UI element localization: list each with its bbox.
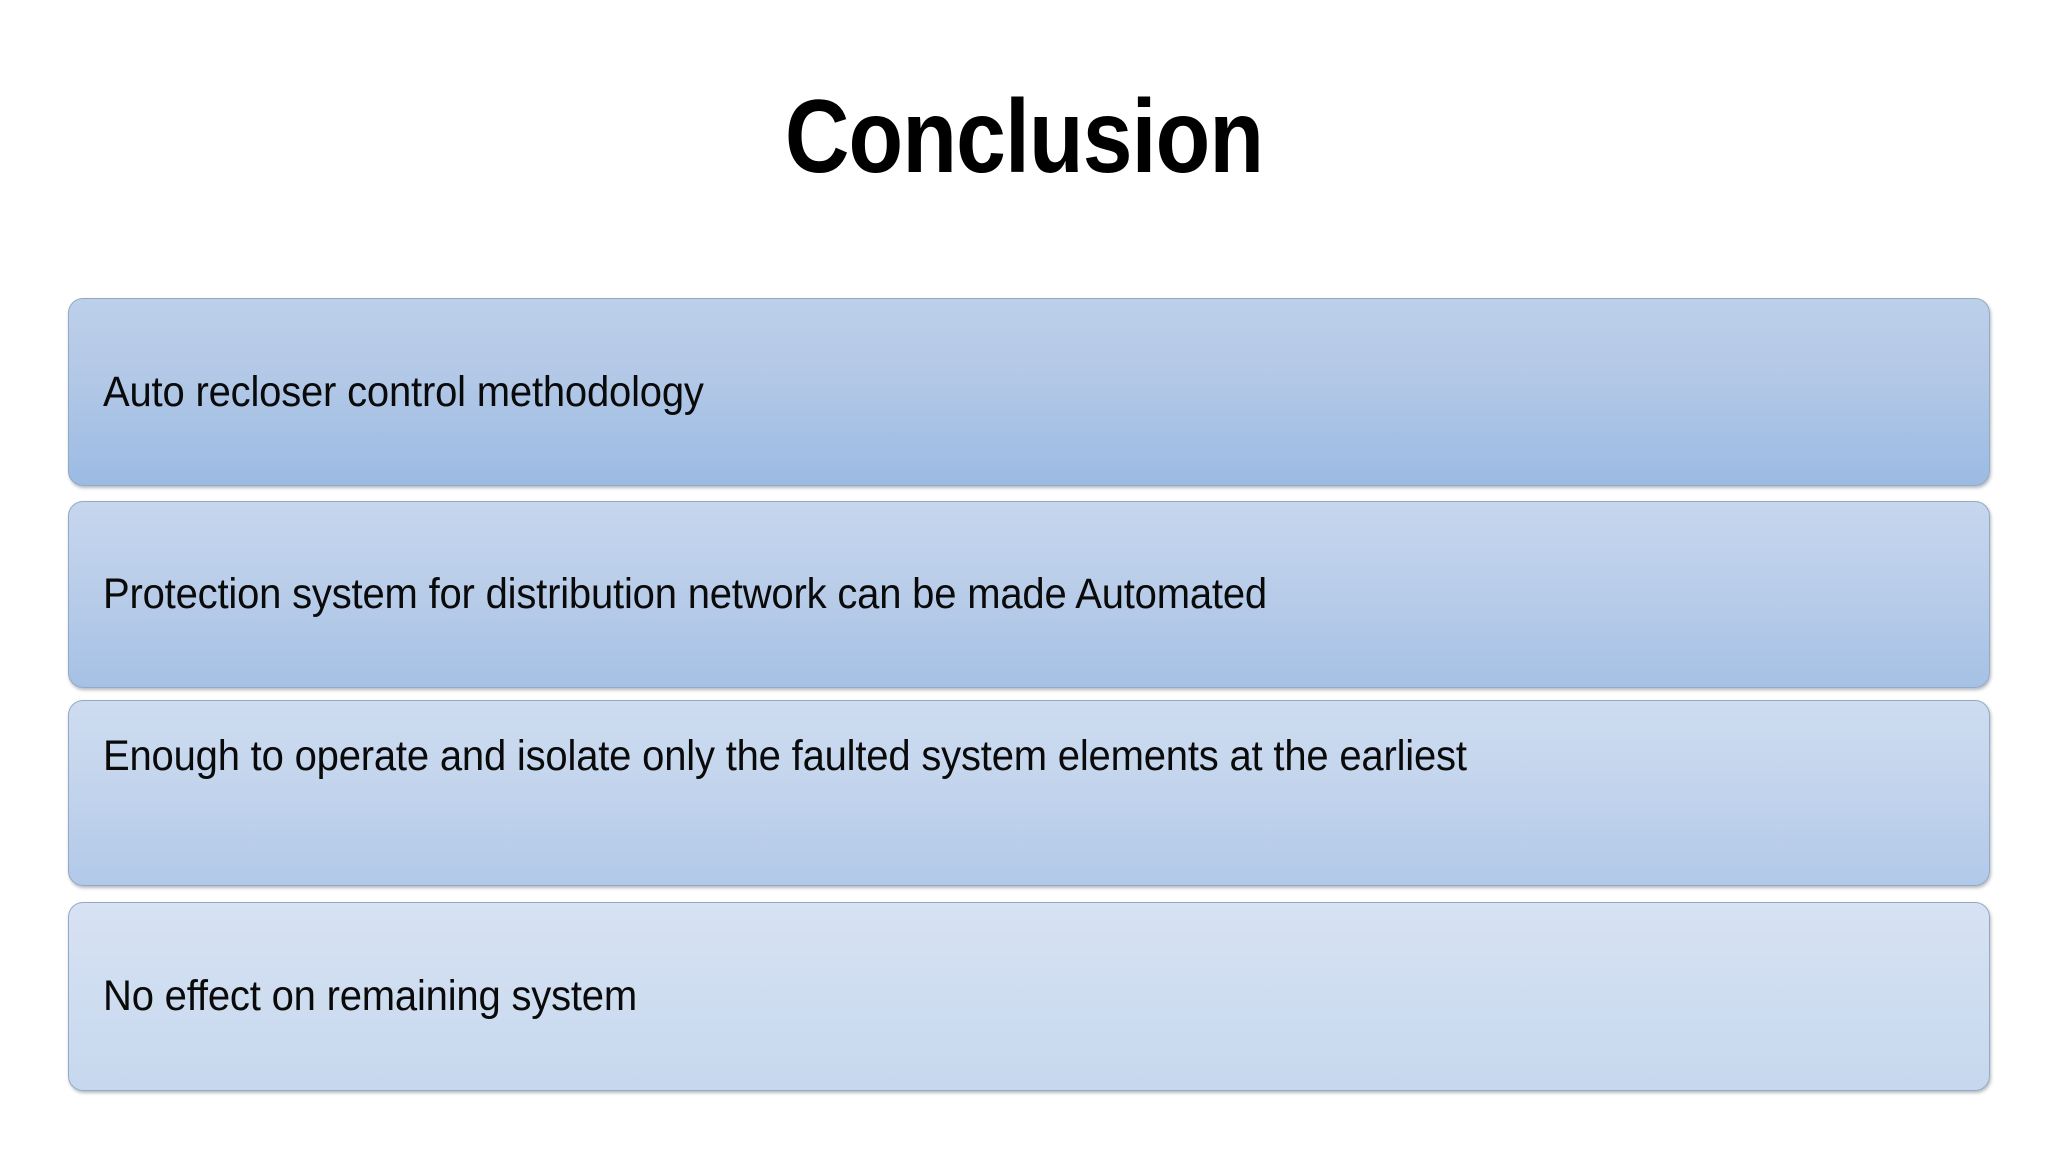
list-item[interactable]: Protection system for distribution netwo… — [68, 501, 1990, 688]
list-item[interactable]: Enough to operate and isolate only the f… — [68, 700, 1990, 886]
list-item-label: Enough to operate and isolate only the f… — [103, 732, 1467, 780]
list-item[interactable]: No effect on remaining system — [68, 902, 1990, 1091]
list-item-label: Auto recloser control methodology — [103, 367, 704, 416]
list-item[interactable]: Auto recloser control methodology — [68, 298, 1990, 486]
page-title: Conclusion — [784, 79, 1264, 195]
list-item-label: Protection system for distribution netwo… — [103, 570, 1267, 619]
list-item-label: No effect on remaining system — [103, 972, 637, 1021]
